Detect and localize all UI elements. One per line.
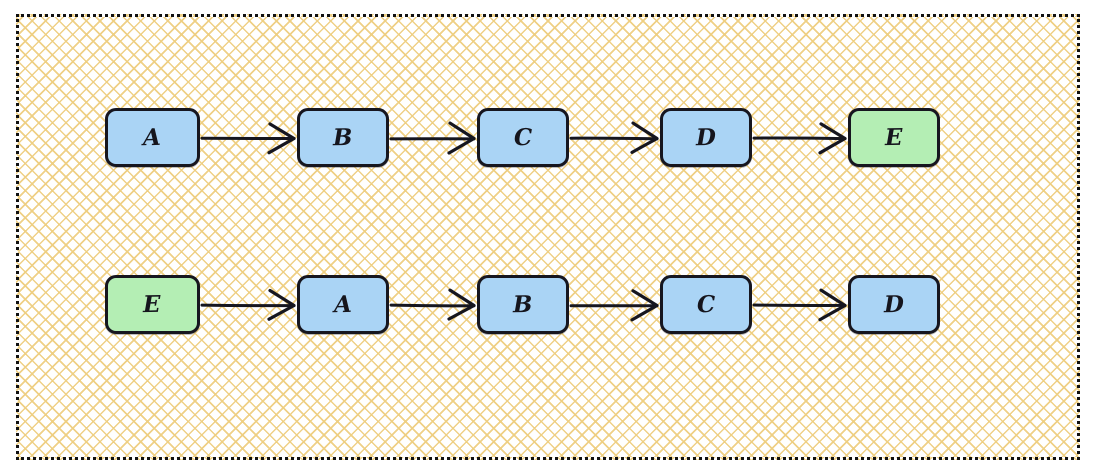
node-row-rotated-e[interactable]: E	[105, 275, 200, 334]
node-label: A	[333, 290, 353, 319]
node-label: C	[513, 123, 533, 152]
node-row-original-b[interactable]: B	[297, 108, 389, 167]
node-label: D	[695, 123, 717, 152]
node-row-rotated-c[interactable]: C	[660, 275, 752, 334]
diagram-frame	[16, 14, 1080, 460]
node-label: E	[143, 290, 162, 319]
node-label: D	[883, 290, 905, 319]
node-row-rotated-d[interactable]: D	[848, 275, 940, 334]
node-row-rotated-b[interactable]: B	[477, 275, 569, 334]
node-label: E	[884, 123, 904, 152]
node-label: C	[696, 290, 716, 319]
node-row-original-a[interactable]: A	[105, 108, 200, 167]
node-row-original-d[interactable]: D	[660, 108, 752, 167]
node-label: B	[332, 123, 354, 152]
node-row-rotated-a[interactable]: A	[297, 275, 389, 334]
node-row-original-e[interactable]: E	[848, 108, 940, 167]
node-label: A	[143, 123, 162, 152]
node-label: B	[512, 290, 534, 319]
node-row-original-c[interactable]: C	[477, 108, 569, 167]
